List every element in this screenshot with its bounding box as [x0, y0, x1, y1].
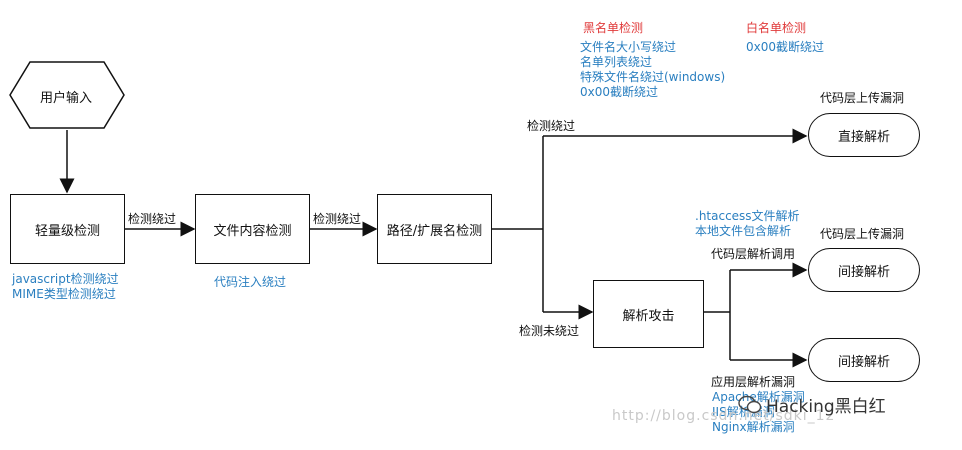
- node-indirect-parse-2: 间接解析: [808, 338, 920, 382]
- brand-text: Hacking黑白红: [766, 397, 886, 417]
- node-lightweight-check: 轻量级检测: [10, 194, 125, 264]
- label-code-layer-parse-call: 代码层解析调用: [711, 247, 796, 261]
- note-line: 文件名大小写绕过: [580, 40, 677, 54]
- label-bypass-1: 检测绕过: [128, 212, 177, 226]
- node-parse-attack: 解析攻击: [593, 280, 704, 348]
- user-input-hexagon: [9, 61, 125, 129]
- node-path-ext-check: 路径/扩展名检测: [377, 194, 492, 264]
- note-line: 本地文件包含解析: [695, 224, 792, 238]
- label-app-layer-parse-vuln: 应用层解析漏洞: [711, 375, 796, 389]
- blacklist-title: 黑名单检测: [583, 21, 644, 35]
- note-line: Nginx解析漏洞: [712, 420, 795, 434]
- label-not-bypassed: 检测未绕过: [519, 324, 580, 338]
- whitelist-title: 白名单检测: [746, 21, 807, 35]
- node-direct-parse: 直接解析: [808, 113, 920, 157]
- note-line: javascript检测绕过: [12, 272, 119, 286]
- node-file-content-check: 文件内容检测: [195, 194, 310, 264]
- note-code-parse-items: .htaccess文件解析 本地文件包含解析: [695, 209, 800, 239]
- note-line: 0x00截断绕过: [746, 40, 825, 54]
- note-line: MIME类型检测绕过: [12, 287, 116, 301]
- node-user-input: 用户输入: [40, 91, 93, 106]
- label-bypass-3: 检测绕过: [527, 119, 576, 133]
- label-code-layer-upload-2: 代码层上传漏洞: [820, 227, 905, 241]
- note-line: 名单列表绕过: [580, 55, 653, 69]
- note-line: 特殊文件名绕过(windows): [580, 70, 726, 84]
- note-lightweight-bypass: javascript检测绕过 MIME类型检测绕过: [12, 272, 119, 302]
- watermark-brand: Hacking黑白红: [738, 392, 886, 417]
- note-line: .htaccess文件解析: [695, 209, 800, 223]
- note-whitelist-items: 0x00截断绕过: [746, 40, 824, 55]
- watermark-url: http://blog.csdn.net/sdki_12: [612, 408, 836, 424]
- note-line: Apache解析漏洞: [712, 390, 805, 404]
- note-line: 代码注入绕过: [214, 275, 287, 289]
- note-blacklist-items: 文件名大小写绕过 名单列表绕过 特殊文件名绕过(windows) 0x00截断绕…: [580, 40, 725, 100]
- label-bypass-2: 检测绕过: [313, 212, 362, 226]
- label-code-layer-upload-1: 代码层上传漏洞: [820, 91, 905, 105]
- note-content-bypass: 代码注入绕过: [214, 275, 286, 290]
- chat-bubble-icon: [738, 395, 762, 413]
- node-indirect-parse-1: 间接解析: [808, 248, 920, 292]
- note-line: 0x00截断绕过: [580, 85, 659, 99]
